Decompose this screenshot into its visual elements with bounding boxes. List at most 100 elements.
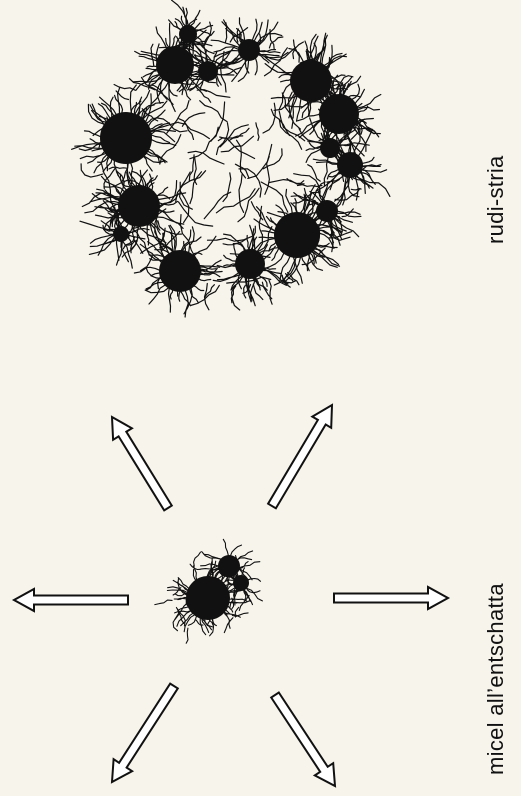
micelle-dot: [320, 138, 340, 158]
micelle-fiber: [179, 291, 181, 301]
fringe-fiber: [232, 286, 240, 310]
micelle-fiber: [239, 562, 259, 568]
fringe-fiber: [270, 30, 274, 50]
micelle-fiber: [234, 245, 238, 258]
micelle-fiber: [188, 616, 196, 626]
fiber-strand: [263, 149, 282, 169]
micelle-fiber: [248, 579, 261, 582]
fiber-strand: [194, 552, 201, 566]
micelle-fiber: [301, 102, 323, 108]
micelle-dot: [118, 185, 160, 227]
micelle-dot: [233, 575, 249, 591]
micelle-dot: [156, 46, 194, 84]
micelle-fiber: [151, 139, 176, 145]
micelle-fiber: [217, 68, 237, 74]
micelle-fiber: [255, 58, 257, 75]
expansion-arrow-icon: [112, 684, 178, 782]
fiber-strand: [223, 173, 231, 202]
fiber-strand: [190, 564, 200, 569]
fiber-strand: [221, 52, 226, 93]
micelle-fiber: [281, 79, 292, 82]
micelle-fiber: [156, 27, 167, 49]
micelle-fiber: [170, 23, 171, 48]
micelle-fiber: [139, 56, 157, 61]
micelle-dot: [179, 25, 197, 43]
micelle-fiber: [262, 253, 284, 270]
micelle-fiber: [297, 98, 302, 121]
micelle-dot: [290, 60, 332, 102]
micelle-dot: [337, 152, 363, 178]
fiber-strand: [155, 600, 172, 605]
micelle-dot: [159, 250, 201, 292]
micelle-fiber: [184, 242, 186, 252]
fringe-fiber: [253, 284, 262, 299]
micelle-fiber: [295, 199, 298, 214]
micelle-dot: [316, 200, 338, 222]
micel-entschatta-label: micel all’entschatta: [483, 583, 509, 775]
expansion-arrows: [14, 405, 448, 786]
micelle-dot: [238, 39, 260, 61]
micelle-fiber: [193, 236, 216, 256]
micelle-fiber: [150, 135, 169, 143]
micelle-fiber: [225, 580, 234, 582]
micelle-fiber: [158, 193, 186, 200]
fringe-fiber: [269, 37, 283, 48]
fiber-strand: [195, 87, 210, 103]
micelle-dot: [319, 94, 359, 134]
micelle-fiber: [191, 10, 200, 26]
micelle-fiber: [172, 36, 175, 47]
rudi-stria-label: rudi-stria: [483, 155, 509, 244]
micelle-fiber: [85, 131, 102, 137]
expansion-arrow-icon: [14, 589, 128, 611]
micelle-dot: [235, 249, 265, 279]
fiber-strand: [180, 182, 189, 222]
fiber-strand: [109, 167, 127, 169]
micelle-fiber: [231, 545, 242, 556]
micelle-fiber: [147, 66, 157, 67]
micelle-fiber: [348, 96, 360, 98]
micelle-dot: [186, 576, 230, 620]
fringe-fiber: [244, 285, 246, 298]
fiber-strand: [239, 175, 244, 213]
micelle-fiber: [149, 285, 166, 304]
micelle-fiber: [129, 235, 145, 239]
fiber-strand: [81, 164, 103, 177]
micelle-dot: [198, 61, 218, 81]
micelle-dot: [113, 226, 129, 242]
fringe-fiber: [269, 280, 272, 304]
micelle-fiber: [224, 255, 236, 261]
fiber-strand: [256, 123, 259, 140]
micelle-fiber: [118, 87, 120, 114]
expansion-arrow-icon: [268, 405, 332, 508]
micelle-fiber: [194, 286, 204, 291]
expansion-arrow-icon: [334, 587, 448, 609]
fiber-strand: [261, 182, 288, 212]
micelle-fiber: [172, 0, 187, 25]
micelle-fiber: [198, 279, 210, 281]
micelle-fiber: [309, 143, 320, 149]
micelle-fiber: [237, 558, 251, 560]
micelle-fiber: [276, 205, 285, 217]
fringe-fiber: [114, 85, 135, 91]
fiber-strand: [263, 103, 275, 133]
micelle-fiber: [175, 22, 181, 30]
micelle-fiber: [170, 290, 172, 299]
micelle-fiber: [201, 564, 219, 566]
fiber-strand: [200, 101, 227, 122]
micelle-fiber: [351, 84, 359, 99]
expansion-arrow-icon: [112, 417, 172, 510]
micelle-fiber: [261, 245, 267, 255]
micelle-dot: [274, 212, 320, 258]
micelle-fiber: [362, 157, 374, 163]
micelle-fiber: [169, 288, 171, 312]
micelle-fiber: [229, 599, 247, 601]
fiber-strand: [238, 188, 259, 222]
micelle-dot: [218, 555, 240, 577]
micelle-dot: [100, 112, 152, 164]
large-cluster-micelles: [100, 25, 363, 292]
fiber-strand: [287, 179, 304, 184]
fiber-strand: [186, 628, 188, 643]
micelle-fiber: [146, 68, 157, 69]
